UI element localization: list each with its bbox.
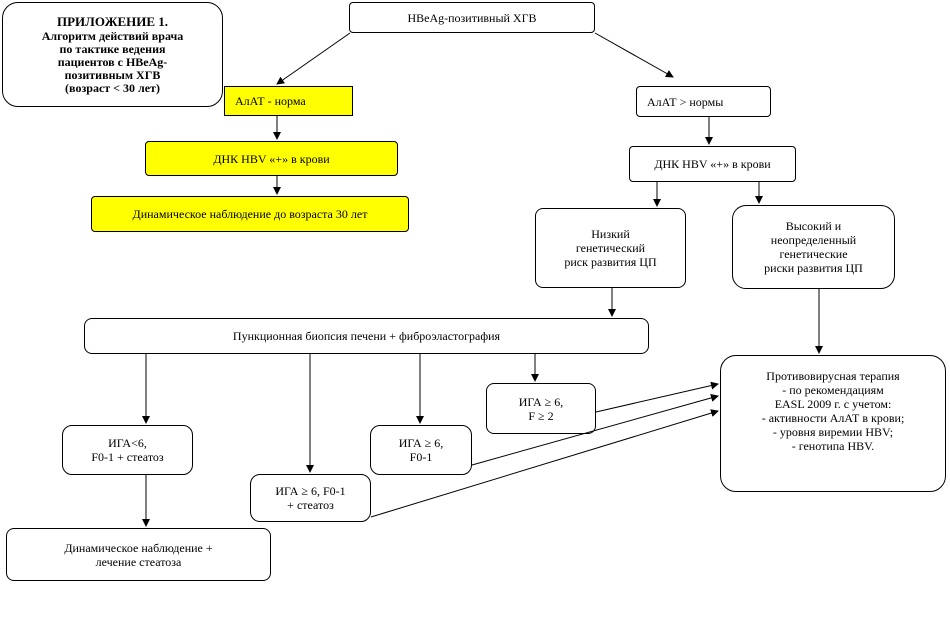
appendix-box: ПРИЛОЖЕНИЕ 1. Алгоритм действий врача по…	[2, 2, 223, 107]
root-node: HBeAg-позитивный ХГВ	[349, 2, 595, 33]
biopsy-node: Пункционная биопсия печени + фиброэласто…	[84, 318, 649, 354]
high-risk-node: Высокий и неопределенный генетические ри…	[732, 205, 895, 289]
antiviral-therapy-node: Противовирусная терапия - по рекомендаци…	[720, 355, 946, 492]
dna-right-node: ДНК HBV «+» в крови	[629, 146, 796, 182]
observation-30-node: Динамическое наблюдение до возраста 30 л…	[91, 196, 409, 232]
dna-left-node: ДНК HBV «+» в крови	[145, 141, 398, 176]
appendix-title: ПРИЛОЖЕНИЕ 1.	[56, 13, 169, 29]
arrow-root-to-alt-normal	[276, 32, 351, 85]
alt-normal-node: АлАТ - норма	[224, 86, 353, 116]
iga-f01-steatosis-node: ИГА ≥ 6, F0-1 + стеатоз	[250, 474, 371, 522]
arrow-iga-f2-to-therapy	[595, 381, 719, 413]
iga-f01-node: ИГА ≥ 6, F0-1	[370, 425, 472, 475]
arrow-root-to-alt-above	[594, 32, 674, 78]
appendix-body: Алгоритм действий врача по тактике веден…	[41, 28, 184, 95]
iga-f2-node: ИГА ≥ 6, F ≥ 2	[486, 383, 596, 434]
iga-lt6-node: ИГА<6, F0-1 + стеатоз	[62, 425, 193, 475]
low-risk-node: Низкий генетический риск развития ЦП	[535, 208, 686, 288]
alt-above-node: АлАТ > нормы	[636, 86, 771, 117]
observation-steatosis-node: Динамическое наблюдение + лечение стеато…	[6, 528, 271, 581]
